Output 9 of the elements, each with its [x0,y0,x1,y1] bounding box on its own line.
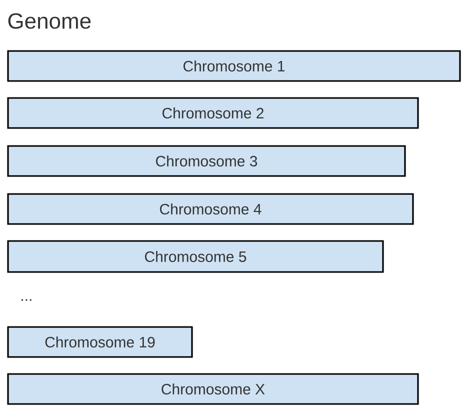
chromosome-bar: Chromosome X [7,373,419,405]
chromosome-bar: Chromosome 1 [7,50,461,82]
chromosome-bar: Chromosome 4 [7,193,414,225]
chromosome-bar: Chromosome 19 [7,326,193,358]
title: Genome [8,13,91,29]
chromosome-bar: Chromosome 3 [7,145,406,177]
chromosome-bar: Chromosome 5 [7,240,384,273]
ellipsis: ... [22,299,32,301]
chromosome-bar: Chromosome 2 [7,97,419,129]
